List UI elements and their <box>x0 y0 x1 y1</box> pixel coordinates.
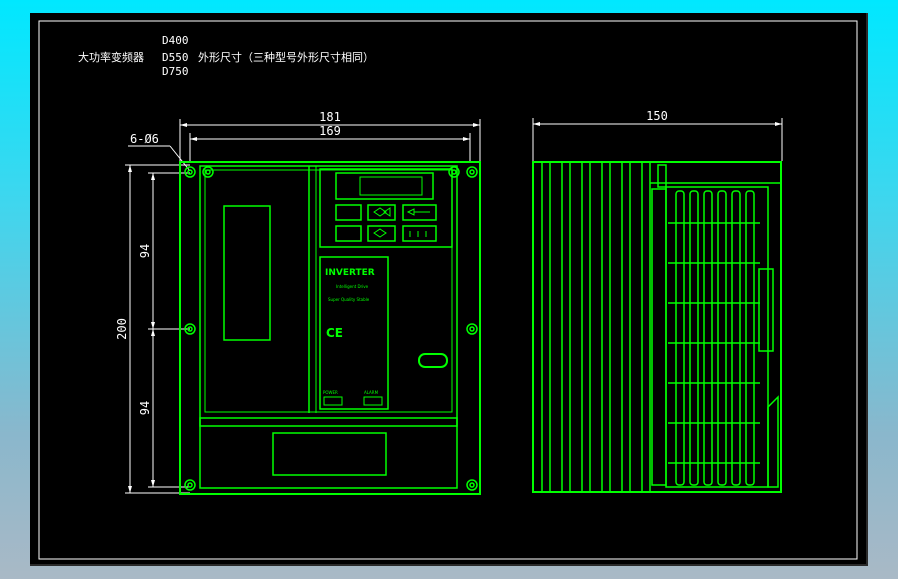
vent-rungs <box>668 222 760 464</box>
side-vent-frame <box>665 186 769 488</box>
nameplate-line-2: Intelligent Drive <box>336 284 369 289</box>
keypad-display <box>335 172 434 200</box>
key-1 <box>335 204 362 221</box>
product-title: 大功率变频器 <box>78 50 144 64</box>
key-5 <box>367 225 396 242</box>
nameplate <box>319 256 389 410</box>
model-d400-label: D400 <box>162 34 189 47</box>
key-3 <box>402 204 437 221</box>
key-6 <box>402 225 437 242</box>
model-d550-label: D550 <box>162 51 189 64</box>
front-dimension-arrows <box>128 123 480 493</box>
front-upper-cover <box>199 165 458 427</box>
keypad-panel <box>319 168 453 248</box>
key-4 <box>335 225 362 242</box>
ce-mark: CE <box>326 326 343 340</box>
dimension-description: 外形尺寸（三种型号外形尺寸相同） <box>198 50 374 64</box>
heatsink-fins <box>541 162 651 492</box>
front-dimension-lines <box>125 119 481 494</box>
nameplate-power-label: POWER <box>323 390 338 395</box>
dimension-169-label: 169 <box>319 124 341 138</box>
side-view <box>532 161 782 493</box>
mounting-holes <box>184 166 478 491</box>
key-2 <box>367 204 396 221</box>
side-handle <box>758 268 774 352</box>
front-lower-window <box>272 432 387 476</box>
dimension-200-label: 200 <box>115 318 129 340</box>
sheet-border <box>38 20 858 560</box>
front-view <box>179 161 481 495</box>
dimension-181-label: 181 <box>319 110 341 124</box>
dimension-94-upper-label: 94 <box>138 244 152 258</box>
dimension-150-label: 150 <box>646 109 668 123</box>
side-dimension-lines <box>532 118 783 161</box>
cad-canvas: D400 大功率变频器 D550 外形尺寸（三种型号外形尺寸相同） D750 <box>30 13 868 566</box>
nameplate-brand: INVERTER <box>325 268 375 278</box>
nameplate-line-3: Super Quality Stable <box>328 297 370 302</box>
vent-slats <box>675 190 755 486</box>
status-badge <box>418 353 448 368</box>
nameplate-terminals <box>323 396 383 406</box>
side-outer-frame <box>532 161 782 493</box>
front-inner-frame <box>204 169 453 413</box>
front-lower-cover <box>199 417 458 489</box>
dimension-94-lower-label: 94 <box>138 401 152 415</box>
model-d750-label: D750 <box>162 65 189 78</box>
front-left-window <box>223 205 271 341</box>
display-window <box>359 176 423 196</box>
hole-callout-label: 6-Ø6 <box>130 132 159 146</box>
side-dimension-arrows <box>533 122 782 126</box>
drawing-sheet: D400 大功率变频器 D550 外形尺寸（三种型号外形尺寸相同） D750 <box>38 20 858 560</box>
nameplate-alarm-label: ALARM <box>364 390 379 395</box>
front-outer-frame <box>179 161 481 495</box>
